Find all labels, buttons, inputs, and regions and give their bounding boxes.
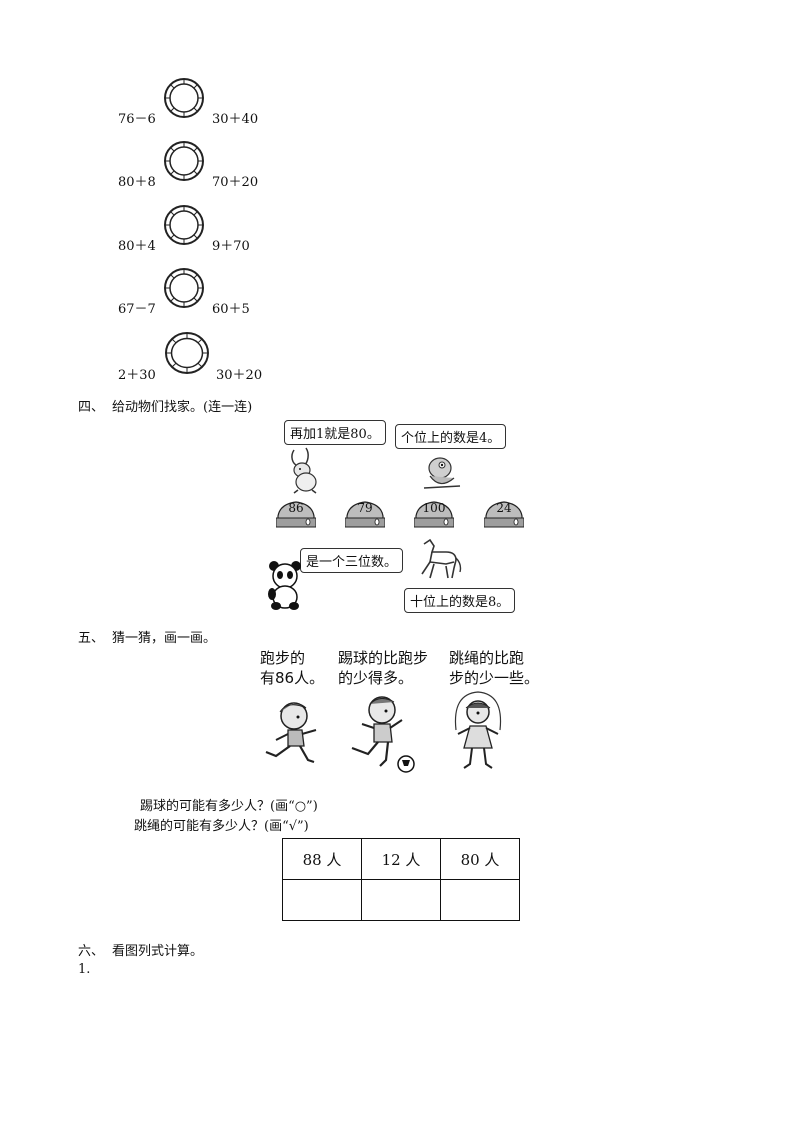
horse-icon[interactable] [416, 538, 462, 582]
section-number: 四、 [78, 400, 105, 415]
house-100[interactable]: 100 [413, 498, 455, 528]
house-number: 79 [357, 501, 373, 515]
compare-ring-blank[interactable] [162, 203, 206, 247]
rope-caption: 跳绳的比跑 步的少一些。 [449, 649, 540, 687]
answer-cell[interactable] [361, 879, 441, 921]
right-expression: 30＋20 [216, 368, 263, 383]
left-expression: 76－6 [118, 112, 156, 127]
horse-speech-bubble: 十位上的数是8。 [404, 588, 516, 613]
left-expression: 67－7 [118, 302, 156, 317]
bubble-text: 十位上的数是8。 [410, 595, 510, 610]
section-number: 五、 [78, 631, 105, 646]
football-boy-icon [351, 696, 415, 773]
answer-cell[interactable] [282, 879, 362, 921]
bubble-text: 个位上的数是4。 [401, 431, 501, 446]
answer-cell[interactable] [440, 879, 520, 921]
house-24[interactable]: 24 [483, 498, 525, 528]
house-icon [413, 501, 455, 528]
bird-speech-bubble: 个位上的数是4。 [395, 424, 507, 449]
compare-ring-blank[interactable] [163, 330, 211, 376]
question-football: 踢球的可能有多少人？(画“○”) [140, 799, 318, 814]
rabbit-icon[interactable] [280, 446, 328, 494]
left-expression: 80＋8 [118, 175, 156, 190]
right-expression: 30＋40 [212, 112, 259, 127]
table-header-cell: 12 人 [361, 838, 441, 880]
section-number: 六、 [78, 944, 105, 959]
section-title: 看图列式计算。 [112, 944, 204, 959]
item-number: 1. [78, 962, 91, 977]
compare-ring-blank[interactable] [162, 76, 206, 120]
bubble-text: 再加1就是80。 [290, 427, 380, 442]
right-expression: 9＋70 [212, 239, 250, 254]
house-number: 86 [288, 501, 304, 515]
rope-girl-icon [454, 691, 502, 769]
house-icon [483, 501, 525, 528]
house-icon [344, 501, 386, 528]
table-header-cell: 80 人 [440, 838, 520, 880]
table-answer-row [282, 879, 520, 921]
house-number: 100 [422, 501, 446, 515]
left-expression: 80＋4 [118, 239, 156, 254]
compare-ring-blank[interactable] [162, 139, 206, 183]
house-number: 24 [496, 501, 512, 515]
house-86[interactable]: 86 [275, 498, 317, 528]
football-caption: 踢球的比跑步 的少得多。 [338, 649, 429, 687]
section-title: 猜一猜，画一画。 [112, 631, 217, 646]
table-header-cell: 88 人 [282, 838, 362, 880]
bird-icon[interactable] [420, 450, 464, 494]
runner-boy-icon [265, 702, 317, 764]
compare-ring-blank[interactable] [162, 266, 206, 310]
left-expression: 2＋30 [118, 368, 156, 383]
panda-icon[interactable] [266, 560, 304, 610]
runner-caption: 跑步的 有86人。 [260, 649, 325, 687]
rabbit-speech-bubble: 再加1就是80。 [284, 420, 386, 445]
panda-speech-bubble: 是一个三位数。 [300, 548, 404, 573]
right-expression: 60＋5 [212, 302, 250, 317]
table-header-row: 88 人 12 人 80 人 [282, 838, 520, 880]
answer-table: 88 人 12 人 80 人 [282, 838, 520, 921]
question-rope: 跳绳的可能有多少人？(画“√”) [134, 819, 309, 834]
bubble-text: 是一个三位数。 [306, 555, 398, 570]
house-79[interactable]: 79 [344, 498, 386, 528]
right-expression: 70＋20 [212, 175, 259, 190]
section-title: 给动物们找家。(连一连) [112, 400, 253, 415]
